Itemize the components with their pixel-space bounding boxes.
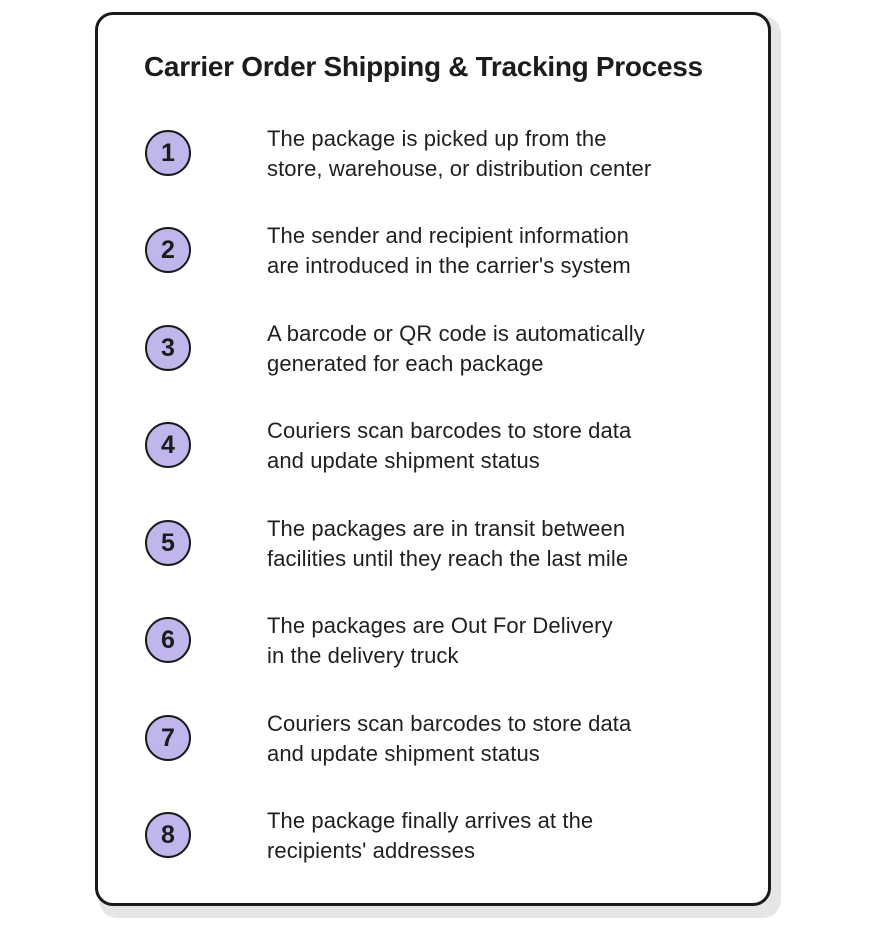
step-description: Couriers scan barcodes to store data and… bbox=[267, 418, 632, 473]
step-5: 5 The packages are in transit between fa… bbox=[145, 516, 745, 578]
step-8: 8 The package finally arrives at the rec… bbox=[145, 808, 745, 870]
step-6: 6 The packages are Out For Delivery in t… bbox=[145, 613, 745, 675]
step-description: A barcode or QR code is automatically ge… bbox=[267, 321, 645, 376]
step-2: 2 The sender and recipient information a… bbox=[145, 223, 745, 285]
step-description: The package is picked up from the store,… bbox=[267, 126, 652, 181]
step-description: The package finally arrives at the recip… bbox=[267, 808, 594, 863]
step-number-badge: 8 bbox=[145, 812, 191, 858]
step-7: 7 Couriers scan barcodes to store data a… bbox=[145, 711, 745, 773]
process-card: Carrier Order Shipping & Tracking Proces… bbox=[95, 12, 771, 906]
step-number-badge: 6 bbox=[145, 617, 191, 663]
step-number-badge: 7 bbox=[145, 715, 191, 761]
step-number-badge: 3 bbox=[145, 325, 191, 371]
step-description: The sender and recipient information are… bbox=[267, 223, 631, 278]
diagram-title: Carrier Order Shipping & Tracking Proces… bbox=[144, 51, 703, 82]
step-description: Couriers scan barcodes to store data and… bbox=[267, 711, 632, 766]
step-number-badge: 5 bbox=[145, 520, 191, 566]
step-3: 3 A barcode or QR code is automatically … bbox=[145, 321, 745, 383]
step-number-badge: 1 bbox=[145, 130, 191, 176]
step-1: 1 The package is picked up from the stor… bbox=[145, 126, 745, 188]
step-number-badge: 4 bbox=[145, 422, 191, 468]
step-number-badge: 2 bbox=[145, 227, 191, 273]
step-4: 4 Couriers scan barcodes to store data a… bbox=[145, 418, 745, 480]
step-description: The packages are in transit between faci… bbox=[267, 516, 629, 571]
step-description: The packages are Out For Delivery in the… bbox=[267, 613, 613, 668]
